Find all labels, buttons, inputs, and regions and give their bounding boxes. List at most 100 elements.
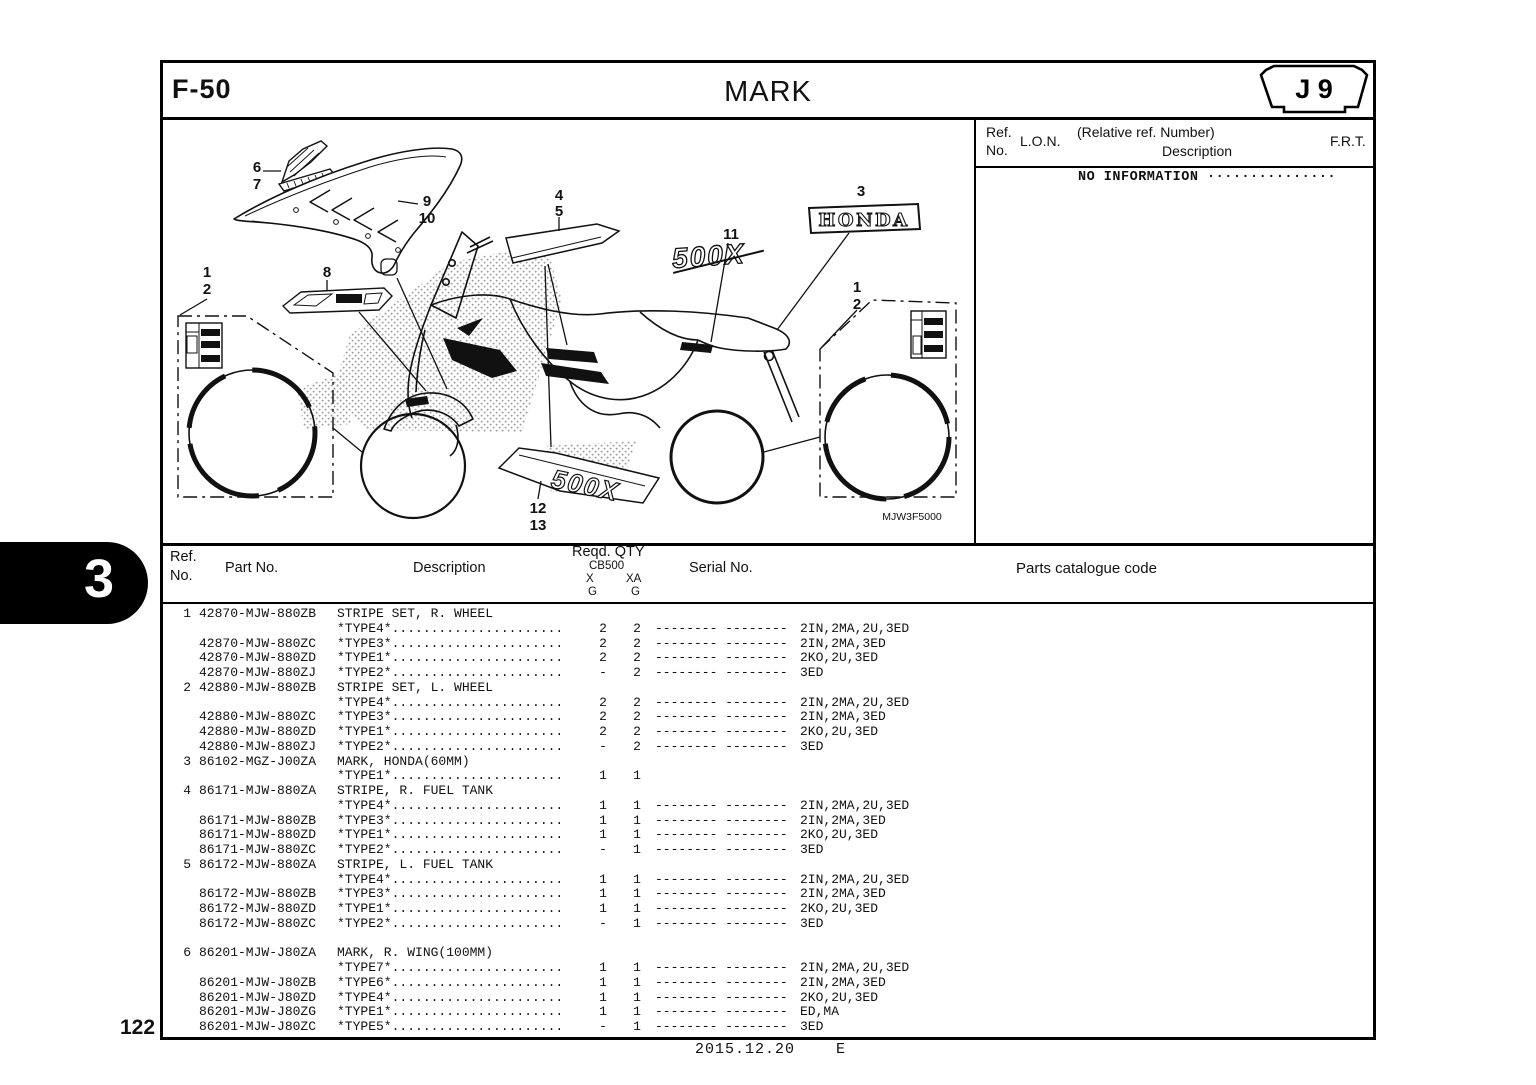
cell-code: 2IN,2MA,2U,3ED — [800, 871, 910, 887]
ref-panel-frt: F.R.T. — [1330, 133, 1366, 149]
cell-desc: *TYPE3*...................... — [337, 812, 564, 828]
cell-code: 2IN,2MA,3ED — [800, 635, 886, 651]
cell-ref: 1 — [183, 606, 191, 621]
callout-1-right: 1 — [853, 279, 861, 296]
cell-desc: *TYPE3*...................... — [337, 709, 564, 725]
callout-8: 8 — [323, 264, 331, 281]
cell-serial: -------- -------- — [655, 827, 788, 843]
cell-xa: 2 — [633, 694, 641, 710]
cell-part: 42870-MJW-880ZB — [199, 606, 317, 621]
cell-x: - — [599, 665, 607, 680]
cell-xa: 2 — [633, 724, 641, 739]
front-wheel — [359, 412, 467, 520]
no-information-note: NO INFORMATION ··············· — [1078, 170, 1337, 185]
cell-xa: 1 — [633, 915, 641, 931]
cell-ref: 5 — [183, 856, 191, 872]
cell-x: 1 — [599, 797, 607, 813]
cell-code: 3ED — [800, 738, 824, 754]
col-description: Description — [413, 560, 486, 576]
cell-x: 1 — [599, 827, 607, 843]
cell-x: 1 — [599, 960, 607, 975]
table-row: 86201-MJW-J80ZC*TYPE5*..................… — [0, 1019, 1536, 1035]
front-fork — [407, 304, 432, 419]
cell-serial: -------- -------- — [655, 724, 788, 739]
front-fender — [383, 392, 474, 432]
cell-part: 86172-MJW-880ZB — [199, 886, 317, 902]
cell-code: 2KO,2U,3ED — [800, 827, 879, 843]
cell-xa: 1 — [633, 901, 641, 916]
cell-xa: 2 — [633, 620, 641, 636]
table-top-border — [160, 543, 1376, 546]
cell-part: 86172-MJW-880ZC — [199, 915, 317, 931]
cell-part: 42880-MJW-880ZB — [199, 679, 317, 695]
cell-serial: -------- -------- — [655, 738, 788, 754]
col-parts-catalogue-code: Parts catalogue code — [1016, 560, 1157, 577]
plate-badge-outline — [1259, 64, 1369, 114]
cell-xa: 1 — [633, 886, 641, 902]
cell-x: 2 — [599, 635, 607, 651]
cell-xa: 1 — [633, 768, 641, 784]
rear-signal-stalk — [763, 349, 800, 423]
cell-part: 86171-MJW-880ZB — [199, 812, 317, 828]
cell-xa: 1 — [633, 871, 641, 887]
header-divider — [160, 117, 1376, 120]
plate-badge: J 9 — [1259, 64, 1369, 114]
cell-desc: *TYPE4*...................... — [337, 694, 564, 710]
ref-panel-relative-ref: (Relative ref. Number) — [1077, 124, 1215, 140]
cell-xa: 2 — [633, 665, 641, 680]
cell-part: 42880-MJW-880ZD — [199, 724, 317, 739]
table-row: 42880-MJW-880ZD*TYPE1*..................… — [0, 724, 1536, 740]
table-row: 86201-MJW-J80ZB*TYPE6*..................… — [0, 974, 1536, 991]
motorcycle-line-art — [359, 231, 800, 520]
cell-serial: -------- -------- — [655, 812, 788, 828]
ref-panel-header-underline — [976, 166, 1373, 168]
table-row: 42870-MJW-880ZD*TYPE1*..................… — [0, 650, 1536, 666]
cell-x: 2 — [599, 709, 607, 725]
cell-x: 1 — [599, 989, 607, 1005]
garnish-decal — [281, 287, 393, 314]
cell-xa: 1 — [633, 960, 641, 975]
table-row: 86172-MJW-880ZC*TYPE2*..................… — [0, 915, 1536, 932]
diagram-code: MJW3F5000 — [882, 511, 942, 523]
table-row: 42870-MJW-880ZJ*TYPE2*..................… — [0, 665, 1536, 681]
cell-serial: -------- -------- — [655, 915, 788, 931]
cell-xa: 1 — [633, 1004, 641, 1020]
callout-10: 10 — [419, 210, 436, 227]
cell-x: - — [599, 738, 607, 754]
stripe-legend — [910, 310, 947, 359]
lower-cowl-decal: 500X — [497, 447, 661, 508]
cell-code: 2IN,2MA,3ED — [800, 812, 886, 828]
table-header-underline — [160, 602, 1376, 604]
cell-code: 2IN,2MA,2U,3ED — [800, 797, 910, 813]
cell-code: 3ED — [800, 1019, 824, 1034]
plate-code: J 9 — [1295, 74, 1333, 104]
cell-code: 2IN,2MA,3ED — [800, 974, 886, 990]
page-title: MARK — [724, 76, 812, 108]
cell-desc: *TYPE4*...................... — [337, 620, 564, 636]
cell-desc: STRIPE, R. FUEL TANK — [337, 783, 494, 798]
cell-xa: 1 — [633, 989, 641, 1005]
cell-x: 1 — [599, 1004, 607, 1020]
col-xa: XA — [626, 573, 642, 585]
callout-7: 7 — [253, 176, 261, 193]
cell-part: 86201-MJW-J80ZB — [199, 974, 317, 990]
cell-desc: *TYPE2*...................... — [337, 842, 564, 857]
fuel-tank-side — [509, 298, 699, 401]
cell-desc: *TYPE4*...................... — [337, 871, 564, 887]
cell-part: 86201-MJW-J80ZA — [199, 945, 317, 961]
ref-panel-lon: L.O.N. — [1020, 133, 1061, 149]
cell-serial: -------- -------- — [655, 1019, 788, 1034]
cell-part: 86171-MJW-880ZC — [199, 842, 317, 857]
cell-part: 86172-MJW-880ZA — [199, 856, 317, 872]
table-row: 86172-MJW-880ZB*TYPE3*..................… — [0, 886, 1536, 902]
callout-2-right: 2 — [853, 296, 861, 313]
cell-xa: 1 — [633, 812, 641, 828]
